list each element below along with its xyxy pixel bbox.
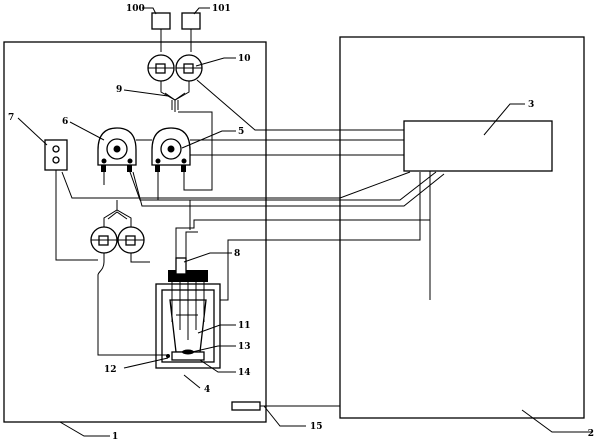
label-12: 12 [104,365,117,375]
lid [168,270,208,282]
label-101: 101 [212,4,231,14]
label-7: 7 [8,113,14,123]
label-8: 8 [234,249,240,259]
label-4: 4 [204,385,210,395]
bottle-100 [151,12,171,30]
label-3: 3 [528,100,534,110]
valve-pair-10 [147,54,203,82]
label-6: 6 [62,117,68,127]
peristaltic-pump-5 [151,127,191,172]
label-10: 10 [238,54,251,64]
label-2: 2 [588,429,594,439]
connection-lines [55,79,445,356]
housing-2 [339,36,585,419]
label-9: 9 [116,85,122,95]
vessel-assembly [155,257,221,369]
peristaltic-pump-6 [97,127,137,172]
label-5: 5 [238,127,244,137]
leader-lines [17,7,592,437]
label-14: 14 [238,368,251,378]
label-1: 1 [112,432,118,442]
bottle-101 [181,12,201,30]
panel-7 [44,139,68,171]
valve-pair-lower [90,226,145,254]
stir-bar-13 [182,349,194,355]
label-100: 100 [126,4,145,14]
sensor-15 [231,401,261,411]
probe-8 [175,257,187,275]
label-11: 11 [238,321,251,331]
label-13: 13 [238,342,251,352]
label-15: 15 [310,422,323,432]
controller-3 [403,120,553,172]
